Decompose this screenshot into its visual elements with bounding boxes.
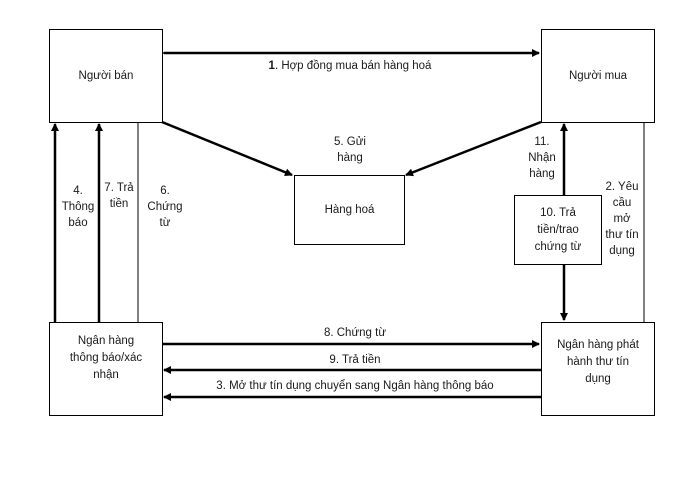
edge-2-line: dụng <box>609 245 635 257</box>
edge-6-label: 6. Chứng từ <box>140 183 190 231</box>
node-advising-bank: Ngân hàng thông báo/xác nhận <box>49 322 163 416</box>
node-advising-bank-line: thông báo/xác <box>69 352 143 364</box>
edge-4-line: Thông <box>61 201 95 213</box>
edge-1-text: . Hợp đồng mua bán hàng hoá <box>274 60 432 72</box>
node-goods: Hàng hoá <box>294 175 405 245</box>
node-advising-bank-line: Ngân hàng <box>77 335 135 347</box>
node-goods-label: Hàng hoá <box>324 203 375 216</box>
edge-2-label: 2. Yêu cầu mở thư tín dụng <box>602 179 642 259</box>
node-seller: Người bán <box>49 29 163 123</box>
node-issuing-bank-line: Ngân hàng phát <box>557 339 639 351</box>
edge-11-line: hàng <box>529 168 555 180</box>
edge-6-line: 6. <box>160 185 170 197</box>
node-buyer: Người mua <box>541 29 655 123</box>
edge-2-line: thư tín <box>605 229 639 241</box>
edge-9-label: 9. Trả tiền <box>329 354 381 366</box>
edge-11-line: 11. <box>534 136 550 148</box>
node-issuing-bank: Ngân hàng phát hành thư tín dụng <box>541 322 655 416</box>
edge-6-line: Chứng <box>147 201 183 213</box>
edge-7-line: tiền <box>109 198 129 210</box>
node-pay-docs: 10. Trả tiền/trao chứng từ <box>514 195 602 265</box>
edge-8-label: 8. Chứng từ <box>323 327 387 339</box>
node-pay-docs-line: chứng từ <box>534 240 582 253</box>
edge-11-label: 11. Nhận hàng <box>522 134 562 182</box>
node-pay-docs-line: tiền/trao <box>537 223 579 236</box>
edge-7-label: 7. Trả tiền <box>100 180 138 212</box>
edge-4-line: 4. <box>73 185 83 197</box>
edge-3-label: 3. Mở thư tín dụng chuyển sang Ngân hàng… <box>216 380 494 392</box>
node-advising-bank-line: nhận <box>93 369 119 381</box>
node-seller-label: Người bán <box>78 69 134 82</box>
edge-2-line: mở <box>613 213 631 225</box>
node-buyer-label: Người mua <box>568 69 628 82</box>
edge-2-line: 2. Yêu <box>605 181 639 193</box>
edge-5-line: hàng <box>337 152 363 164</box>
edge-11-line: Nhận <box>528 152 556 164</box>
edge-7-line: 7. Trả <box>104 182 134 194</box>
node-issuing-bank-line: hành thư tín <box>566 356 630 368</box>
edge-4-label: 4. Thông báo <box>58 183 98 231</box>
edge-4-line: báo <box>68 217 88 229</box>
edge-2-line: cầu <box>612 197 632 209</box>
node-issuing-bank-line: dụng <box>585 373 611 385</box>
edge-buyer-to-goods-arrow <box>405 120 542 177</box>
edge-1-number: 1 <box>268 60 275 72</box>
node-pay-docs-line: 10. Trả <box>540 206 576 219</box>
edge-5-label: 5. Gửi hàng <box>320 134 380 166</box>
edge-5-seller-to-goods-arrow <box>161 120 293 177</box>
edge-1-label: 1. Hợp đồng mua bán hàng hoá <box>240 58 460 74</box>
edge-5-line: 5. Gửi <box>334 136 366 148</box>
edge-6-line: từ <box>159 217 171 229</box>
